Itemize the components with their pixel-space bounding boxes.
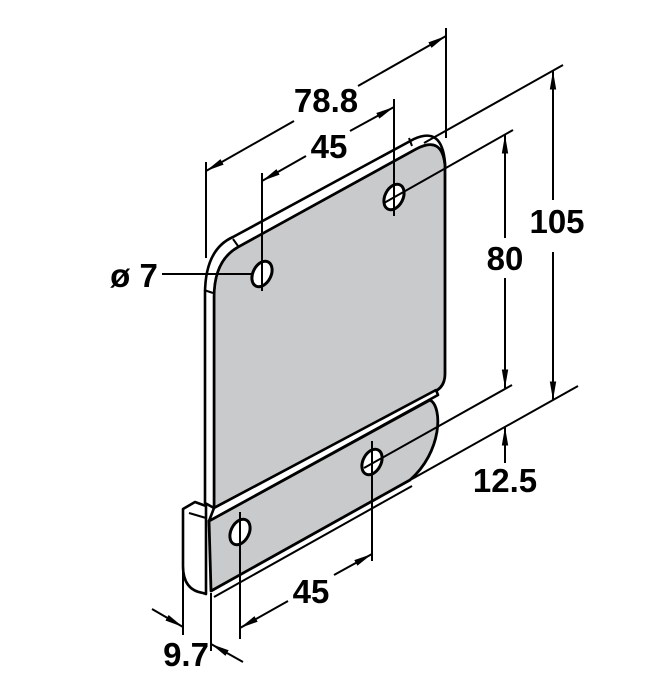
flange-bottom-thickness-edge (213, 485, 413, 598)
ext-upper-hole-diagonal (383, 129, 514, 204)
front-plate (203, 134, 447, 523)
label-channel-depth: 9.7 (163, 636, 209, 673)
label-overall-height: 105 (529, 203, 584, 240)
dim-line-lower-spacing-left (239, 600, 289, 629)
dim-line-lower-spacing-right (333, 553, 373, 576)
dim-line-upper-width-right (357, 35, 447, 87)
corner-tangent-ticks (203, 137, 413, 294)
dim-line-upper-width-left (205, 120, 295, 172)
ext-lower-hole-diagonal (363, 384, 513, 469)
label-upper-hole-spacing: 45 (311, 128, 348, 165)
dim-line-channel-depth-right (210, 643, 244, 663)
dim-line-channel-depth-left (151, 608, 184, 628)
bottom-fold-lip (181, 500, 208, 596)
label-lower-hole-edge-offset: 12.5 (473, 462, 537, 499)
lower-flange (207, 398, 440, 598)
dimension-labels: 78.8 45 105 80 12.5 45 9.7 ø 7 (110, 82, 584, 673)
dim-line-upper-spacing-left (261, 155, 307, 182)
label-hole-diameter: ø 7 (110, 257, 158, 294)
plate-bottom-thickness-band (207, 388, 440, 523)
ext-bottom-edge-diagonal (411, 385, 579, 480)
label-lower-hole-spacing: 45 (293, 573, 330, 610)
lip-end-face (181, 500, 208, 596)
label-upper-width: 78.8 (294, 82, 358, 119)
plate-top-left-thickness-band (203, 134, 447, 510)
dim-line-upper-spacing-right (349, 106, 395, 132)
label-hole-row-spacing: 80 (487, 240, 524, 277)
ext-top-edge-diagonal (423, 64, 564, 144)
lip-slot-edge (188, 512, 207, 519)
dimension-lines (151, 35, 557, 663)
